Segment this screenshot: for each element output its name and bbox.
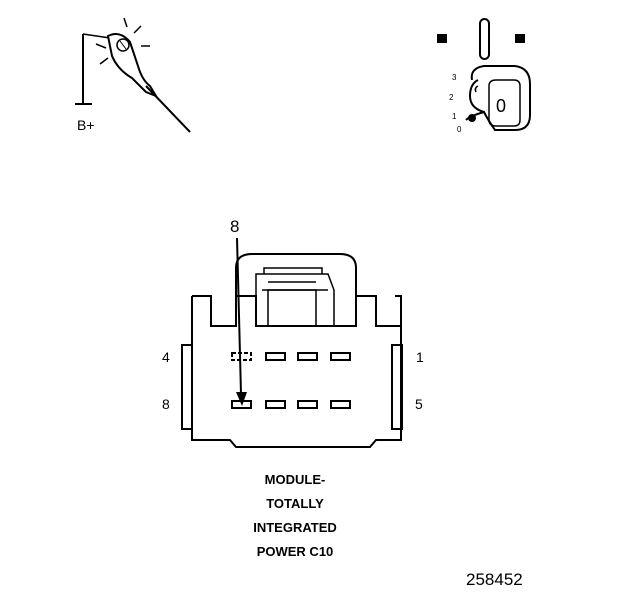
pin-callout-arrow bbox=[236, 237, 247, 406]
caption-line-2: TOTALLY bbox=[266, 496, 324, 511]
callout-pin-number: 8 bbox=[230, 217, 239, 236]
connector-caption: MODULE- TOTALLY INTEGRATED POWER C10 bbox=[200, 468, 390, 564]
row-label-bottom-right: 5 bbox=[415, 396, 423, 412]
caption-line-3: INTEGRATED bbox=[253, 520, 337, 535]
connector-body bbox=[181, 253, 403, 448]
cavity-2 bbox=[297, 352, 318, 361]
figure-number: 258452 bbox=[466, 570, 523, 589]
cavity-5 bbox=[330, 400, 351, 409]
ignition-switch-icon bbox=[437, 18, 531, 131]
test-lamp-icon bbox=[75, 17, 191, 133]
row-label-top-left: 4 bbox=[162, 349, 170, 365]
ignition-position-1: 1 bbox=[452, 112, 457, 121]
ignition-position-2: 2 bbox=[449, 93, 454, 102]
row-label-top-right: 1 bbox=[416, 349, 424, 365]
terminal-cavities bbox=[231, 352, 351, 409]
caption-line-4: POWER C10 bbox=[256, 544, 334, 559]
ignition-key-letter: 0 bbox=[496, 96, 506, 116]
cavity-6 bbox=[297, 400, 318, 409]
caption-line-1: MODULE- bbox=[264, 472, 326, 487]
cavity-7 bbox=[265, 400, 286, 409]
cavity-4 bbox=[231, 352, 252, 361]
test-lamp-label: B+ bbox=[77, 117, 95, 133]
ignition-position-3: 3 bbox=[452, 73, 457, 82]
cavity-1 bbox=[330, 352, 351, 361]
cavity-3 bbox=[265, 352, 286, 361]
row-label-bottom-left: 8 bbox=[162, 396, 170, 412]
ignition-position-0: 0 bbox=[457, 125, 462, 134]
